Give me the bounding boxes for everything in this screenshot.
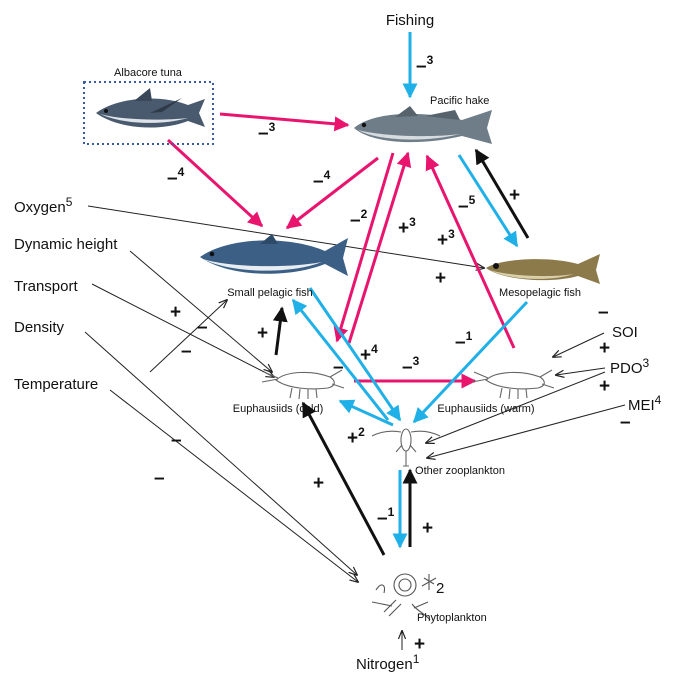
sign-transport-cold: + [170,302,181,323]
mesopelagic-fish-icon [486,254,600,284]
sign-soi: – [598,302,609,323]
node-albacore-tuna: Albacore tuna [83,67,214,145]
oxygen-label: Oxygen5 [14,195,73,216]
driver-arrows [84,205,626,650]
arrow-zoo-cold [338,399,394,427]
sign-phyto-cold: + [313,473,324,494]
arrow-transport-cold [91,283,274,377]
arrow-temperature-phyto [109,389,358,582]
arrow-tuna-pelagic [166,138,264,228]
arrow-temperature-pelagic [149,300,227,373]
sign-cold-hake: +3 [398,215,416,239]
sign-cold-warm: –3 [402,354,420,378]
arrow-hake-cold [333,152,395,343]
sign-phyto-zoo: + [422,518,433,539]
node-pacific-hake: Pacific hake [354,95,492,144]
sign-meso-hake: + [509,185,520,206]
arrow-zoo-pelagic [291,298,390,421]
node-euphausiids-cold: Euphausiids (cold) [233,369,345,415]
black-arrows [272,148,530,556]
arrow-meso-zoo [412,300,529,424]
arrow-pdo-zoo [426,371,606,443]
sign-warm-hake: +3 [437,227,455,251]
arrow-tuna-hake [219,112,350,132]
transport-label: Transport [14,278,78,295]
arrow-hake-pelagic [285,156,379,230]
other-zooplankton-label: Other zooplankton [415,465,505,477]
arrow-density-phyto [84,331,357,575]
euphausiids-cold-label: Euphausiids (cold) [233,403,324,415]
sign-labels: –3 –3 –4 –4 –2 +3 –5 + +3 + – + – + +4 –… [154,53,631,655]
nitrogen-label: Nitrogen1 [356,652,420,673]
sign-oxygen-meso: + [435,268,446,289]
node-euphausiids-warm: Euphausiids (warm) [437,369,555,415]
arrow-cold-hake [347,151,412,344]
node-mesopelagic-fish: Mesopelagic fish [486,254,600,299]
sign-tuna-hake: –3 [258,120,276,144]
pacific-hake-icon [354,106,492,144]
pacific-hake-label: Pacific hake [430,95,489,107]
sign-tuna-pelagic: –4 [167,165,185,189]
sign-hake-pelagic: –4 [313,168,331,192]
arrow-pelagic-zoo [308,287,402,422]
blue-arrows [291,32,529,549]
node-small-pelagic-fish: Small pelagic fish [200,234,348,299]
arrow-dynamic-height-cold [129,250,272,372]
mei-label: MEI4 [628,393,662,414]
sign-zoo-phyto: –1 [377,505,395,529]
mesopelagic-fish-label: Mesopelagic fish [499,287,581,299]
sign-hake-cold: –2 [350,207,368,231]
copepod-icon [371,428,441,467]
driver-labels: Fishing Oxygen5 Dynamic height Transport… [14,12,662,673]
sign-nitrogen: + [414,634,425,655]
albacore-tuna-box [83,81,214,145]
arrow-oxygen-meso [87,205,484,268]
sign-dynamic-height-cold: – [197,317,208,338]
arrow-meso-hake [474,148,530,239]
sign-pelagic-zoo: +4 [360,342,378,366]
fishing-label: Fishing [386,12,434,29]
pink-arrows [166,112,516,389]
sign-fishing-hake: –3 [416,53,434,77]
sign-temperature-pelagic: – [181,341,192,362]
sign-cold-zoo: – [333,357,344,378]
phytoplankton-icon [371,573,437,621]
node-other-zooplankton: Other zooplankton [371,428,505,477]
sign-hake-meso: –5 [458,193,476,217]
temperature-label: Temperature [14,376,98,393]
phytoplankton-tag: 2 [436,580,444,597]
arrow-warm-hake [425,154,516,349]
sign-density-phyto: – [171,430,182,451]
arrow-phyto-cold [301,401,386,556]
small-pelagic-fish-label: Small pelagic fish [227,287,313,299]
sign-meso-zoo: –1 [455,329,473,353]
arrow-cold-pelagic [272,306,288,356]
arrow-hake-meso [457,154,519,248]
small-pelagic-fish-icon [200,234,348,276]
sign-mei-pos: + [599,376,610,397]
phytoplankton-label: Phytoplankton [417,612,487,624]
density-label: Density [14,319,65,336]
krill-cold-icon [261,369,345,400]
dynamic-height-label: Dynamic height [14,236,118,253]
arrow-soi-warm [553,332,605,357]
euphausiids-warm-label: Euphausiids (warm) [437,403,534,415]
albacore-tuna-label: Albacore tuna [114,67,183,79]
soi-label: SOI [612,324,638,341]
sign-cold-pelagic: + [257,323,268,344]
arrow-mei-zoo [427,404,626,458]
arrow-pdo-warm [556,367,606,375]
sign-zoo-cold: +2 [347,425,365,449]
krill-warm-icon [471,369,555,400]
sign-pdo: + [599,338,610,359]
albacore-tuna-icon [96,88,205,128]
sign-temperature-phyto: – [154,468,165,489]
node-phytoplankton: 2 Phytoplankton [371,573,487,624]
sign-mei-neg: – [620,412,631,433]
pdo-label: PDO3 [610,356,650,377]
